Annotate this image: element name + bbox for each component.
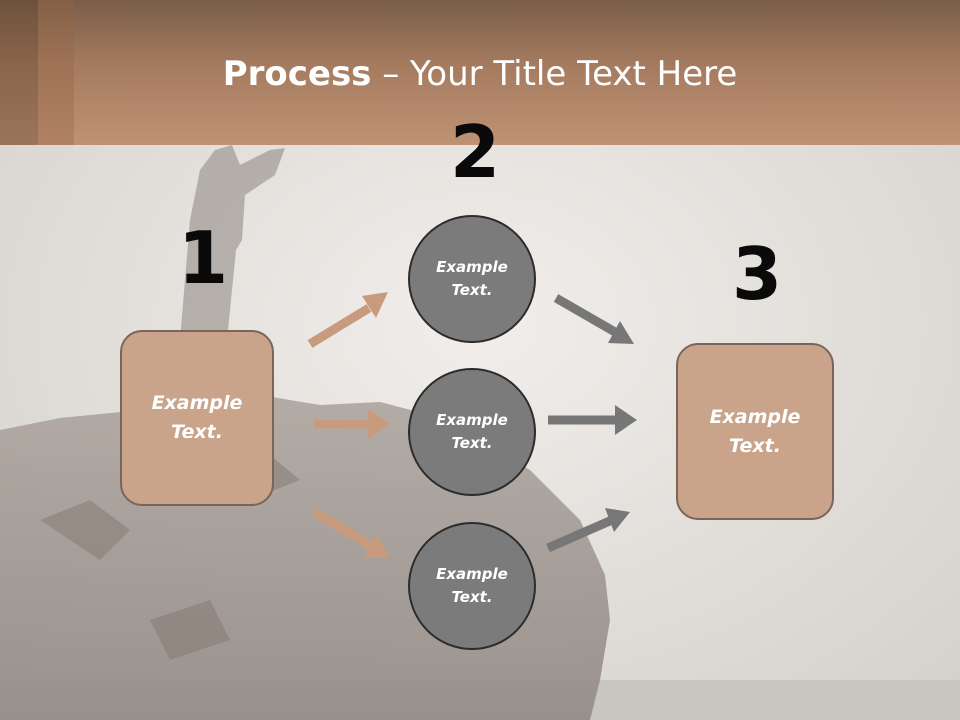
header-accent-dark <box>0 0 38 145</box>
step-3-box[interactable]: Example Text. <box>676 343 834 520</box>
step-2-circle-bottom[interactable]: Example Text. <box>408 522 536 650</box>
circle-middle-text: Example Text. <box>436 411 508 452</box>
arrow-1-to-middle <box>314 409 390 439</box>
title-bar <box>0 0 960 145</box>
arrow-1-to-top <box>307 292 388 348</box>
arrow-bottom-to-3 <box>546 508 630 553</box>
circle-bottom-text: Example Text. <box>436 565 508 606</box>
circle-top-text: Example Text. <box>436 258 508 299</box>
title-bold: Process <box>222 54 372 94</box>
step-1-text: Example Text. <box>151 392 243 443</box>
step-2-circle-top[interactable]: Example Text. <box>408 215 536 343</box>
step-1-box[interactable]: Example Text. <box>120 330 274 506</box>
step-3-text: Example Text. <box>709 405 801 457</box>
arrow-middle-to-3 <box>548 405 637 435</box>
step-number-1: 1 <box>178 216 229 300</box>
title-rest: – Your Title Text Here <box>371 54 738 94</box>
arrow-top-to-3 <box>553 294 634 344</box>
slide-title: Process – Your Title Text Here <box>0 54 960 94</box>
step-number-2: 2 <box>450 110 501 194</box>
step-number-3: 3 <box>732 232 783 316</box>
step-2-circle-middle[interactable]: Example Text. <box>408 368 536 496</box>
header-accent-light <box>38 0 74 145</box>
arrow-1-to-bottom <box>311 508 390 558</box>
